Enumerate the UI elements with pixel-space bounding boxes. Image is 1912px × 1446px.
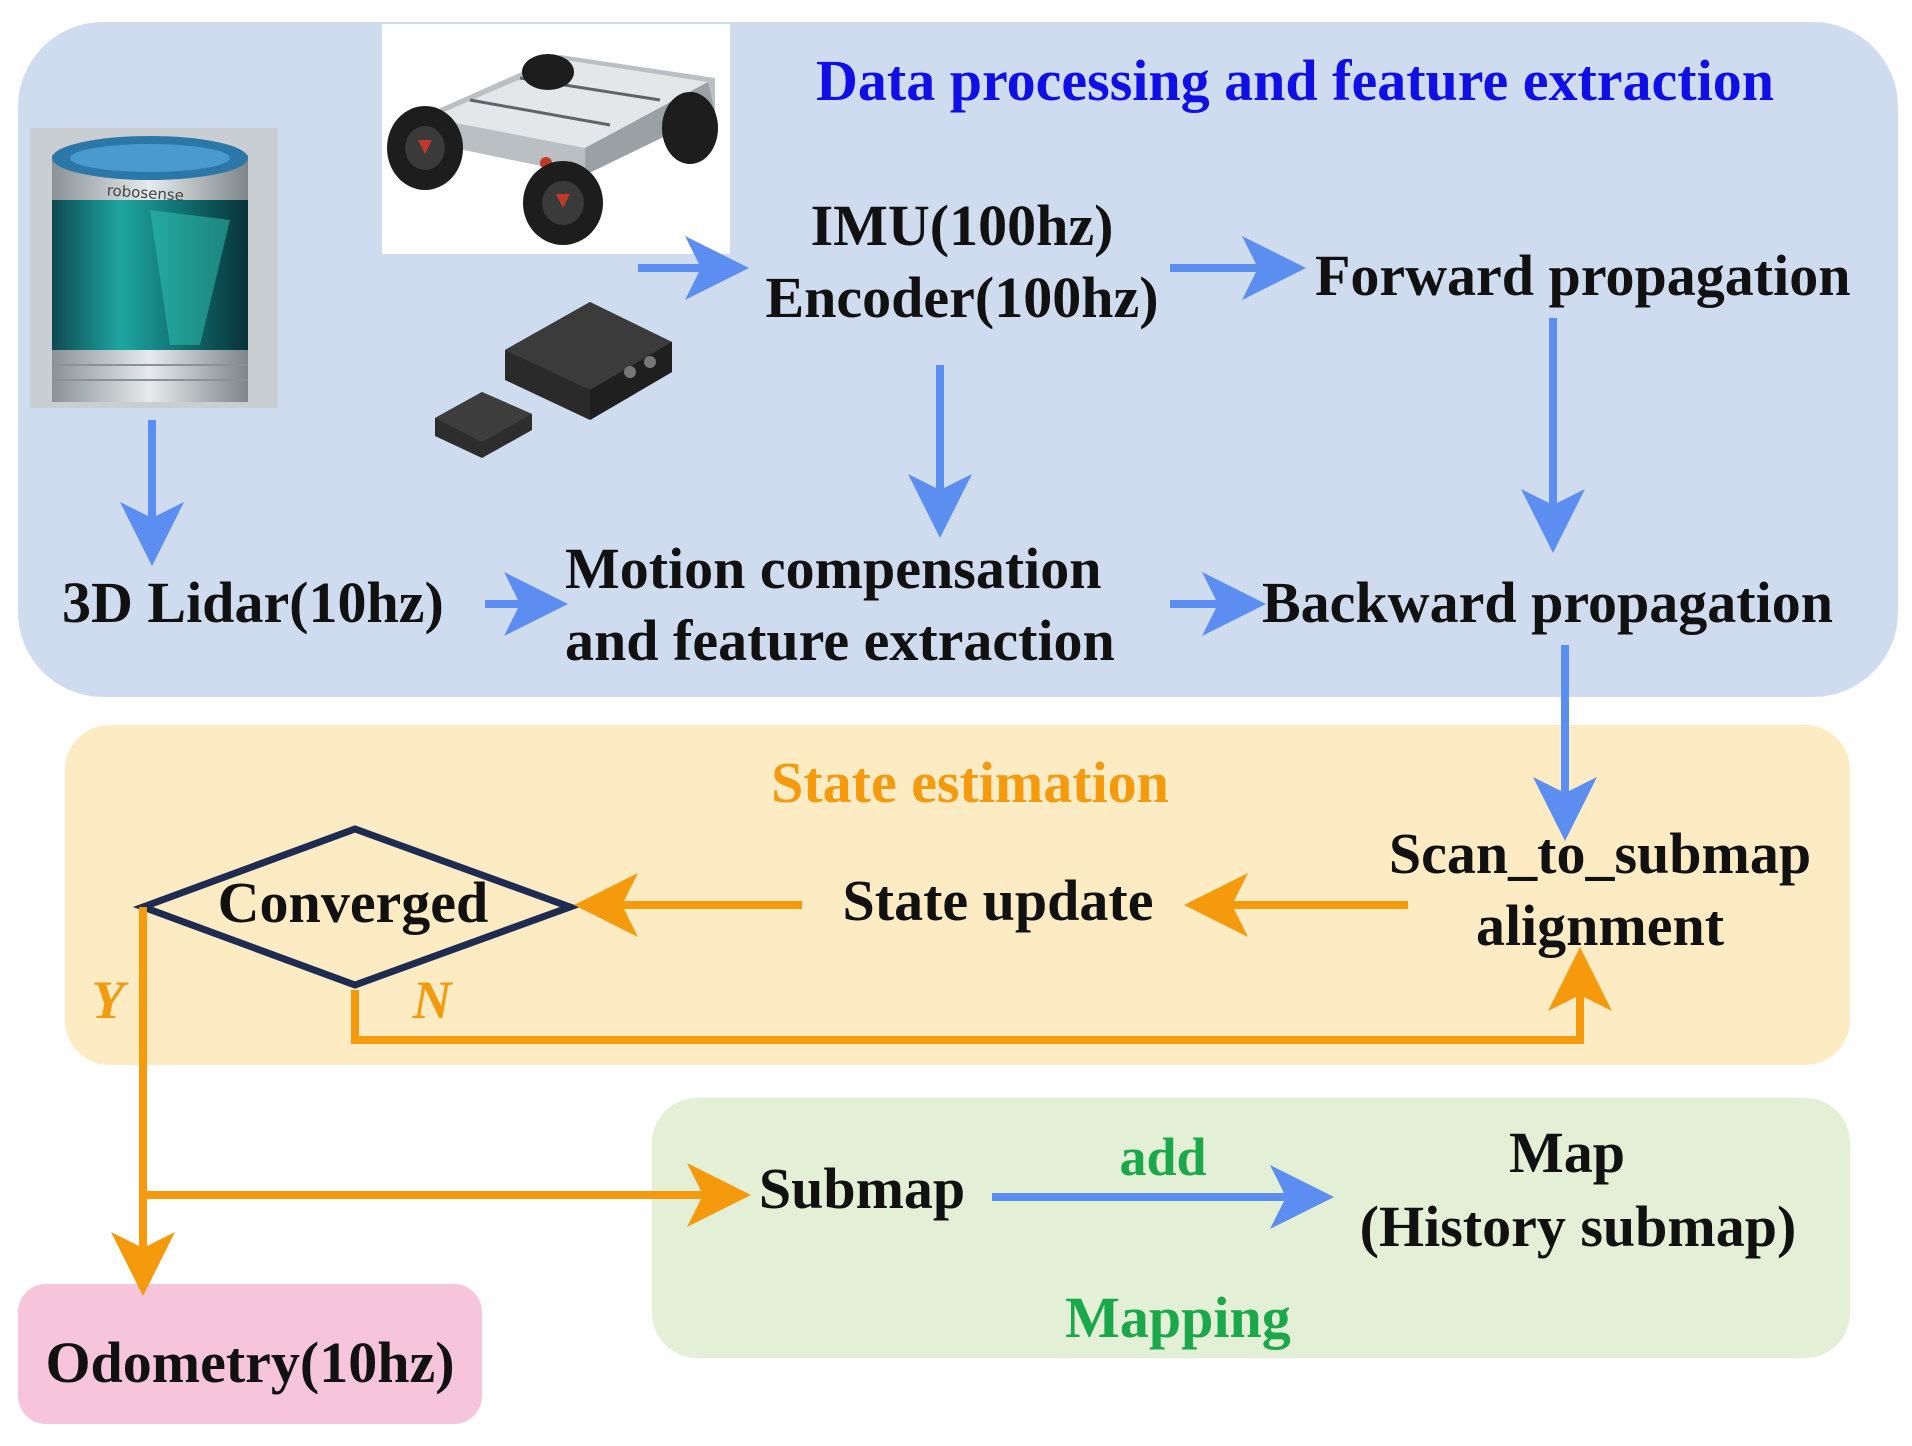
converged-diamond — [132, 825, 581, 989]
arrow-no-loop — [351, 947, 1612, 1044]
panel-odometry — [18, 1284, 482, 1424]
node-scan-to-submap-line2: alignment — [1476, 893, 1725, 958]
node-motion-compensation-line1: Motion compensation — [565, 536, 1102, 601]
node-state-update: State update — [843, 868, 1154, 933]
imu-device-image — [435, 302, 672, 458]
panel-mapping — [652, 1098, 1850, 1358]
label-no: N — [412, 970, 454, 1030]
node-submap: Submap — [759, 1156, 965, 1221]
node-forward-propagation: Forward propagation — [1315, 243, 1850, 308]
lidar-brand-logo: robosense — [106, 181, 184, 204]
node-converged: Converged — [218, 870, 489, 935]
robot-image — [382, 24, 730, 254]
section-title-state-estimation: State estimation — [771, 750, 1169, 815]
section-title-data-processing: Data processing and feature extraction — [816, 48, 1774, 113]
node-scan-to-submap-line1: Scan_to_submap — [1389, 821, 1811, 886]
node-map-line2: (History submap) — [1360, 1194, 1797, 1259]
blue-arrows — [120, 236, 1597, 1229]
label-yes: Y — [92, 970, 130, 1030]
node-backward-propagation: Backward propagation — [1262, 570, 1833, 635]
node-3d-lidar: 3D Lidar(10hz) — [62, 570, 444, 635]
lidar-image: robosense — [30, 128, 278, 408]
orange-arrows — [111, 873, 1612, 1296]
node-encoder: Encoder(100hz) — [765, 265, 1158, 330]
section-title-mapping: Mapping — [1065, 1285, 1291, 1350]
label-add: add — [1119, 1127, 1206, 1187]
node-motion-compensation-line2: and feature extraction — [565, 608, 1115, 673]
node-map-line1: Map — [1509, 1120, 1625, 1185]
panel-state-estimation — [65, 725, 1850, 1065]
node-imu: IMU(100hz) — [811, 193, 1114, 258]
node-odometry: Odometry(10hz) — [45, 1330, 454, 1395]
